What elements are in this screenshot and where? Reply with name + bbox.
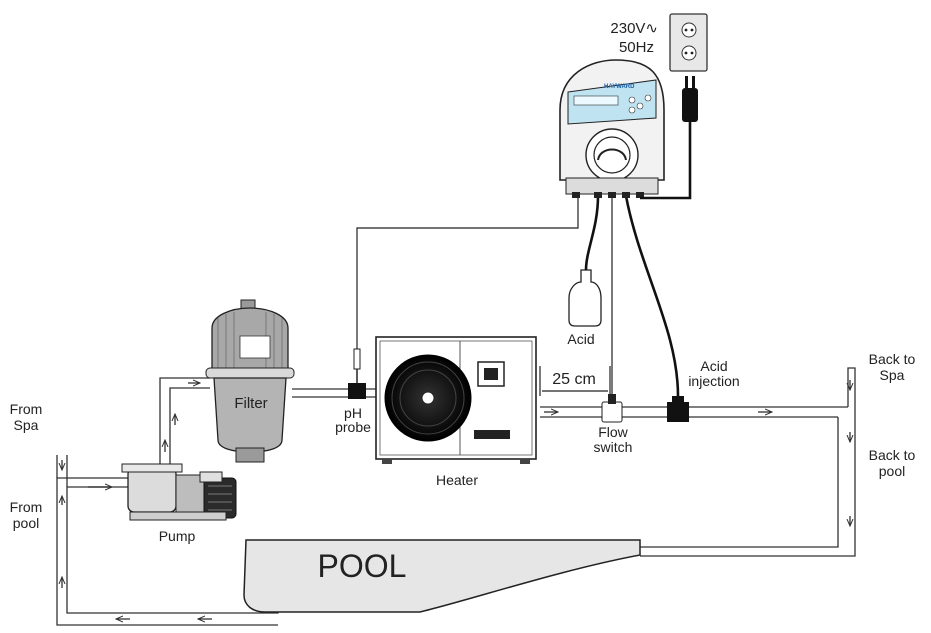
flow-arrows [62, 380, 850, 619]
heater-label: Heater [436, 472, 478, 488]
filter [205, 299, 295, 463]
flow-switch [601, 196, 623, 423]
acid-injection-label-line1: Acid [700, 358, 727, 374]
labels: 230V∿ 50Hz HAYWARD Acid Acid injection 2… [10, 20, 916, 584]
acid-injection-label-line2: injection [688, 373, 739, 389]
voltage-label: 230V∿ [610, 20, 658, 37]
back-to-spa-label-line1: Back to [869, 351, 916, 367]
pool-shape [243, 539, 641, 613]
brand-label: HAYWARD [604, 84, 635, 90]
flow-switch-label-line2: switch [594, 439, 633, 455]
acid-injection-point [624, 195, 689, 422]
filter-label: Filter [234, 395, 267, 412]
heat-pump-heater [375, 336, 537, 464]
frequency-label: 50Hz [619, 39, 654, 56]
back-to-pool-label-line2: pool [879, 463, 905, 479]
back-to-spa-label-line2: Spa [880, 367, 905, 383]
from-pool-label-line1: From [10, 499, 43, 515]
power-cable [640, 76, 698, 200]
from-spa-label-line1: From [10, 401, 43, 417]
from-pool-label-line2: pool [13, 515, 39, 531]
pump-label: Pump [159, 528, 196, 544]
ph-probe-label-line1: pH [344, 405, 362, 421]
pool-label: POOL [318, 548, 407, 584]
flow-switch-label-line1: Flow [598, 424, 628, 440]
ph-probe-label-line2: probe [335, 419, 371, 435]
pool-basin [243, 539, 641, 613]
acid-container [568, 195, 602, 327]
distance-label: 25 cm [552, 371, 596, 388]
acid-label: Acid [567, 331, 594, 347]
distance-marker [539, 366, 611, 396]
ph-probe [348, 193, 579, 399]
hayward-dosing-controller [559, 59, 665, 198]
from-spa-label-line2: Spa [14, 417, 39, 433]
pipe-network [56, 367, 856, 626]
pump [121, 463, 237, 521]
back-to-pool-label-line1: Back to [869, 447, 916, 463]
wall-socket [669, 13, 708, 72]
